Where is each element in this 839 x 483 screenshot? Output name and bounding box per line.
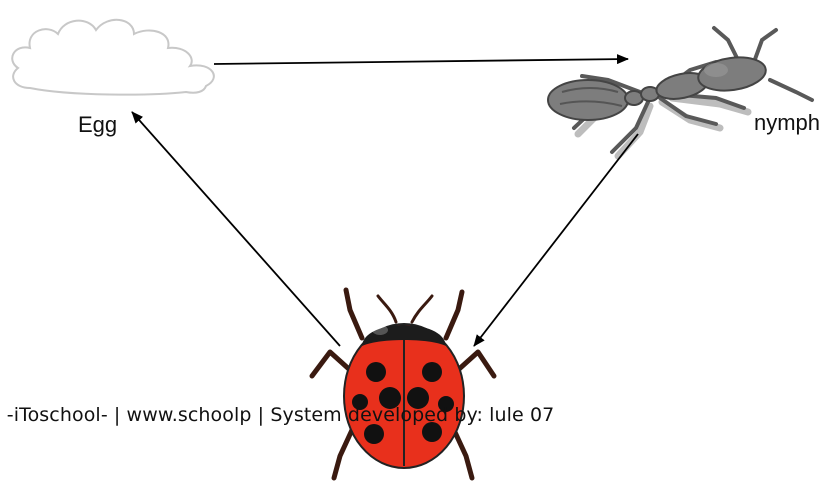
nymph-label: nymph <box>754 110 820 136</box>
arrow-adult-to-egg <box>132 112 340 346</box>
ladybug-adult-icon <box>312 290 494 478</box>
egg-label: Egg <box>78 112 117 138</box>
footer-credits: by: -iToschool- | www.schoolp | System d… <box>0 404 839 426</box>
arrow-egg-to-nymph <box>214 59 628 64</box>
arrow-nymph-to-adult <box>474 134 638 346</box>
ant-nymph-icon <box>548 28 812 156</box>
egg-cloud-icon <box>12 20 214 95</box>
